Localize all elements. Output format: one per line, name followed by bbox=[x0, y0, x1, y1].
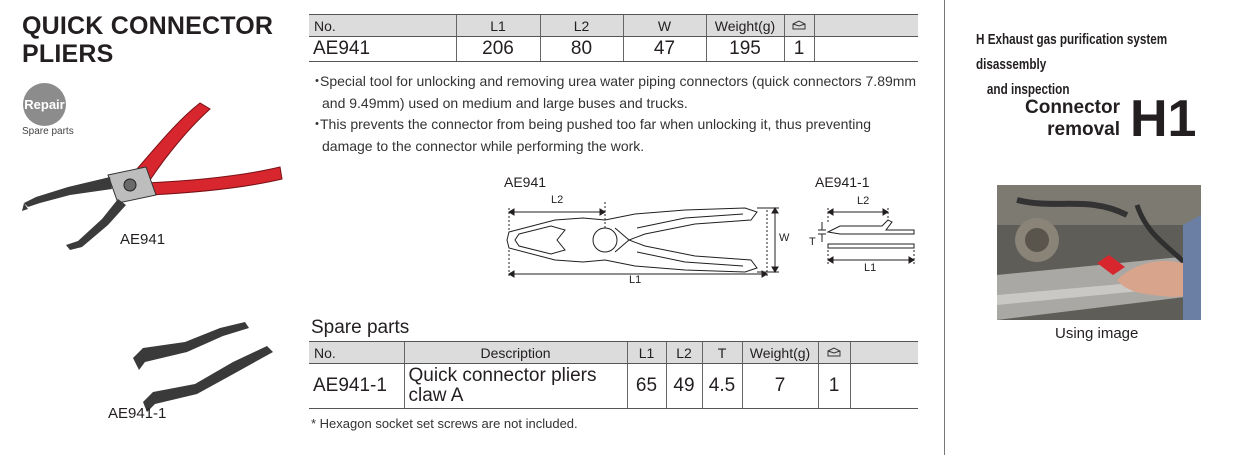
claw-dim-t-label: T bbox=[809, 236, 816, 248]
box-icon bbox=[817, 341, 850, 364]
column-divider bbox=[944, 0, 945, 455]
table-row: AE941-1 Quick connector pliers claw A 65… bbox=[309, 363, 918, 409]
spare-col-description: Description bbox=[403, 341, 627, 364]
repair-badge: Repair bbox=[23, 83, 66, 126]
product-title-line1: QUICK CONNECTOR bbox=[22, 12, 274, 40]
category-heading-line2: and inspection bbox=[986, 81, 1070, 98]
spec-cell-no: AE941 bbox=[309, 36, 456, 62]
category-code: H1 bbox=[1130, 90, 1197, 148]
spec-cell-qty: 1 bbox=[783, 36, 814, 62]
category-label-line2: removal bbox=[1047, 119, 1120, 140]
claw-dim-l1-label: L1 bbox=[864, 262, 877, 274]
spare-parts-heading: Spare parts bbox=[311, 317, 410, 338]
spare-description-line1: Quick connector pliers bbox=[408, 365, 597, 386]
diagram-spare-label: AE941-1 bbox=[815, 174, 870, 190]
product-title: QUICK CONNECTOR PLIERS bbox=[22, 12, 273, 68]
photo-caption: Using image bbox=[1055, 325, 1139, 342]
spec-col-weight: Weight(g) bbox=[705, 14, 784, 37]
spare-col-weight: Weight(g) bbox=[741, 341, 818, 364]
feature-item: Special tool for unlocking and removing … bbox=[310, 71, 925, 114]
spare-col-t: T bbox=[701, 341, 742, 364]
product-title-line2: PLIERS bbox=[22, 40, 114, 68]
feature-item: This prevents the connector from being p… bbox=[310, 114, 925, 157]
dim-l1-label: L1 bbox=[629, 274, 642, 286]
category-heading-line1: H Exhaust gas purification system disass… bbox=[976, 31, 1168, 73]
spare-col-empty bbox=[849, 341, 918, 364]
spec-cell-l1: 206 bbox=[455, 36, 540, 62]
footnote: * Hexagon socket set screws are not incl… bbox=[311, 416, 578, 431]
spare-parts-table: No. Description L1 L2 T Weight(g) AE941-… bbox=[309, 341, 918, 409]
spare-cell-l2: 49 bbox=[665, 363, 702, 409]
spec-col-w: W bbox=[622, 14, 706, 37]
spec-col-l2: L2 bbox=[539, 14, 623, 37]
spec-cell-empty bbox=[813, 36, 918, 62]
category-label-line1: Connector bbox=[1025, 97, 1120, 118]
pliers-photo bbox=[22, 102, 283, 250]
spare-description-line2: claw A bbox=[408, 385, 464, 406]
spare-cell-no: AE941-1 bbox=[309, 363, 404, 409]
dim-l2-label: L2 bbox=[551, 194, 564, 206]
pliers-dimension-drawing bbox=[506, 202, 779, 278]
spec-col-l1: L1 bbox=[455, 14, 540, 37]
claw-dimension-drawing bbox=[818, 208, 915, 264]
spare-col-no: No. bbox=[309, 341, 404, 364]
spare-claw-photo bbox=[133, 322, 273, 412]
main-product-label: AE941 bbox=[120, 231, 166, 248]
spare-cell-l1: 65 bbox=[626, 363, 666, 409]
claw-dim-l2-label: L2 bbox=[857, 195, 870, 207]
spare-col-l1: L1 bbox=[626, 341, 666, 364]
spare-cell-t: 4.5 bbox=[701, 363, 742, 409]
spare-cell-description: Quick connector pliers claw A bbox=[403, 363, 627, 409]
spec-cell-l2: 80 bbox=[539, 36, 623, 62]
table-row: AE941 206 80 47 195 1 bbox=[309, 36, 918, 62]
dim-w-label: W bbox=[779, 232, 790, 244]
spec-col-no: No. bbox=[309, 14, 456, 37]
spec-cell-weight: 195 bbox=[705, 36, 784, 62]
category-heading: H Exhaust gas purification system disass… bbox=[976, 27, 1226, 102]
spec-cell-w: 47 bbox=[622, 36, 706, 62]
box-icon bbox=[783, 14, 814, 37]
usage-photo-illustration bbox=[997, 185, 1201, 320]
usage-photo bbox=[997, 185, 1201, 320]
badge-subtitle: Spare parts bbox=[22, 126, 74, 137]
spare-table-header: No. Description L1 L2 T Weight(g) bbox=[309, 341, 918, 364]
spare-cell-empty bbox=[849, 363, 918, 409]
spec-table: No. L1 L2 W Weight(g) AE941 206 80 47 19… bbox=[309, 14, 918, 62]
spare-product-label: AE941-1 bbox=[108, 405, 167, 422]
diagram-main-label: AE941 bbox=[504, 174, 547, 190]
category-label: Connector removal bbox=[1010, 97, 1120, 141]
spec-col-empty bbox=[813, 14, 918, 37]
spec-table-header: No. L1 L2 W Weight(g) bbox=[309, 14, 918, 37]
spare-cell-weight: 7 bbox=[741, 363, 818, 409]
spare-cell-qty: 1 bbox=[817, 363, 850, 409]
spare-col-l2: L2 bbox=[665, 341, 702, 364]
feature-list: Special tool for unlocking and removing … bbox=[310, 71, 925, 157]
